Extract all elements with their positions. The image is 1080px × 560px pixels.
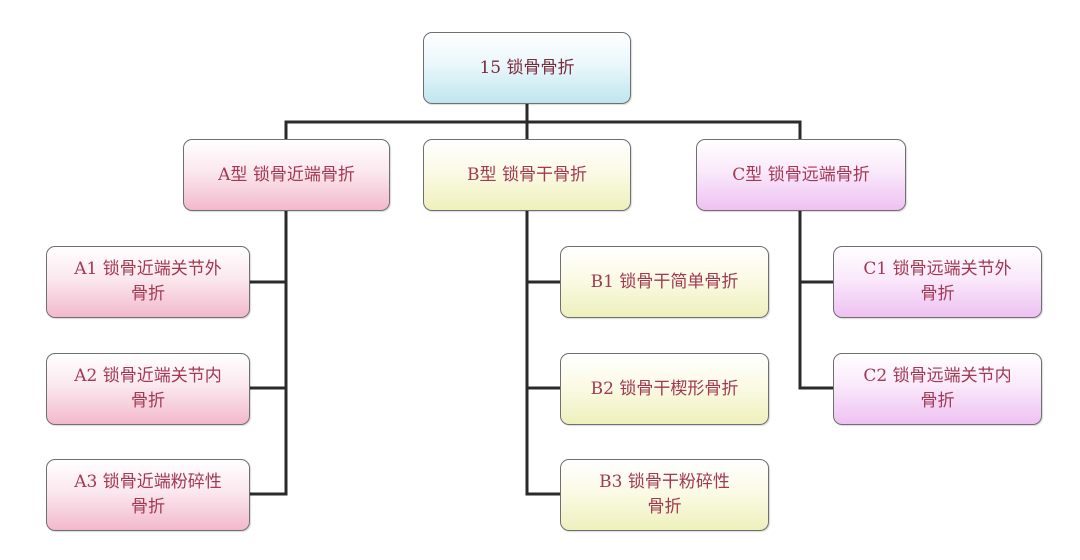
subtype-c1-node: C1 锁骨远端关节外 骨折 xyxy=(833,246,1042,318)
subtype-a1-node: A1 锁骨近端关节外 骨折 xyxy=(46,246,250,318)
subtype-a2-node: A2 锁骨近端关节内 骨折 xyxy=(46,353,250,425)
root-label: 15 锁骨骨折 xyxy=(479,57,575,78)
subtype-a2-label: A2 锁骨近端关节内 骨折 xyxy=(74,366,222,411)
category-a-label: A型 锁骨近端骨折 xyxy=(218,164,355,185)
category-a-node: A型 锁骨近端骨折 xyxy=(183,139,390,211)
category-b-label: B型 锁骨干骨折 xyxy=(467,164,587,185)
subtype-b1-node: B1 锁骨干简单骨折 xyxy=(560,246,769,318)
category-b-node: B型 锁骨干骨折 xyxy=(423,139,631,211)
subtype-c2-node: C2 锁骨远端关节内 骨折 xyxy=(833,353,1042,425)
subtype-c2-label: C2 锁骨远端关节内 骨折 xyxy=(863,366,1012,411)
subtype-c1-label: C1 锁骨远端关节外 骨折 xyxy=(863,259,1012,304)
category-c-label: C型 锁骨远端骨折 xyxy=(732,164,870,185)
subtype-b2-node: B2 锁骨干楔形骨折 xyxy=(560,353,769,425)
category-c-node: C型 锁骨远端骨折 xyxy=(696,139,906,211)
subtype-b2-label: B2 锁骨干楔形骨折 xyxy=(590,378,739,399)
subtype-a3-label: A3 锁骨近端粉碎性 骨折 xyxy=(74,472,222,517)
subtype-b3-node: B3 锁骨干粉碎性 骨折 xyxy=(560,459,769,531)
subtype-b1-label: B1 锁骨干简单骨折 xyxy=(590,271,739,292)
subtype-a3-node: A3 锁骨近端粉碎性 骨折 xyxy=(46,459,250,531)
subtype-b3-label: B3 锁骨干粉碎性 骨折 xyxy=(599,472,730,517)
subtype-a1-label: A1 锁骨近端关节外 骨折 xyxy=(74,259,222,304)
root-node: 15 锁骨骨折 xyxy=(423,32,631,104)
